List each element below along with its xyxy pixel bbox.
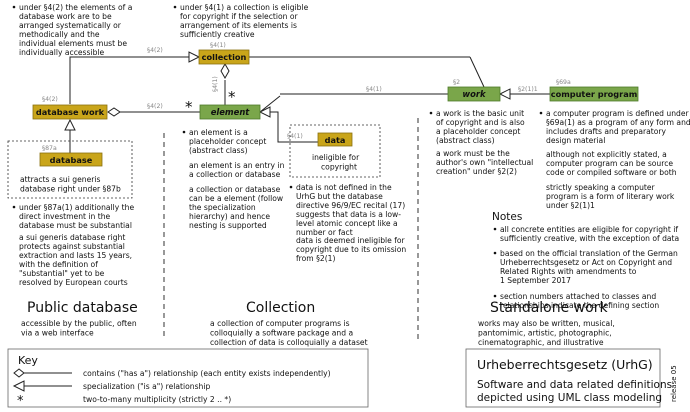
svg-text:under §4(1) a collection is el: under §4(1) a collection is eligible for…	[180, 3, 311, 39]
box-database-work: database work	[32, 104, 108, 120]
box-computer-program-label: computer program	[551, 89, 638, 99]
svg-text:data is deemed ineligible for: data is deemed ineligible for copyright …	[296, 236, 409, 263]
box-element: element	[199, 104, 261, 120]
label-s4-1-vertical: §4(1)	[212, 76, 219, 92]
box-data-label: data	[325, 135, 346, 145]
specialization-arrow-icon	[12, 380, 25, 392]
section-standalone-work: Standalone work works may also be writte…	[478, 300, 617, 347]
note-data: data is not defined in the UrhG but the …	[289, 183, 409, 263]
svg-text:a collection of computer progr: a collection of computer programs is col…	[210, 319, 368, 347]
contains-diamond-icon	[13, 368, 25, 378]
section-title: Public database	[27, 300, 138, 316]
key-multiplicity-label: two-to-many multiplicity (strictly 2 .. …	[83, 395, 231, 404]
specialization-arrowhead	[498, 88, 511, 100]
svg-text:under §4(2) the elements of a: under §4(2) the elements of a database w…	[19, 3, 135, 57]
note-top-left: under §4(2) the elements of a database w…	[12, 3, 135, 57]
notes-block: Notes all concrete entities are eligible…	[492, 211, 680, 310]
label-s69a: §69a	[556, 79, 571, 86]
svg-text:a work is the basic unit: a work is the basic unit of copyright an…	[436, 109, 527, 145]
data-box-note: ineligible for copyright	[312, 153, 362, 172]
notes-title: Notes	[492, 211, 522, 223]
section-title: Collection	[246, 300, 315, 316]
title-box-subtitle: depicted using UML class modeling	[477, 392, 662, 404]
label-s2: §2	[453, 79, 460, 86]
release-tag: release 05	[670, 365, 678, 402]
database-frame	[7, 140, 133, 199]
note-computer-program: a computer program is defined under §69a…	[539, 109, 690, 210]
label-s2-1-1: §2(1)1	[518, 86, 538, 93]
multiplicity-star: *	[228, 88, 236, 106]
collection-work-bend	[469, 56, 485, 88]
note-database-investment: under §87a(1) additionally the direct in…	[12, 203, 137, 287]
contains-diamond	[220, 62, 230, 80]
key-box: Key contains ("has a") relationship (eac…	[7, 348, 369, 409]
svg-text:an element is a placehol: an element is a placeholder concept (abs…	[189, 128, 269, 155]
key-contains-label: contains ("has a") relationship (each en…	[83, 369, 331, 378]
svg-text:an element is an entry in: an element is an entry in a collection o…	[189, 161, 287, 179]
title-box-subtitle: Software and data related definitions	[477, 379, 672, 391]
specialization-arrowhead	[258, 106, 271, 118]
label-s4-2: §4(2)	[42, 96, 58, 103]
multiplicity-star: *	[185, 98, 193, 116]
svg-text:a work must be the autho: a work must be the author's own "intelle…	[436, 149, 536, 176]
note-top-mid: under §4(1) a collection is eligible for…	[173, 3, 311, 39]
box-collection: collection	[198, 49, 250, 65]
label-s4-2: §4(2)	[147, 47, 163, 54]
specialization-arrowhead	[64, 118, 76, 131]
label-s4-1: §4(1)	[366, 86, 382, 93]
svg-text:works may also be written, mus: works may also be written, musical, pant…	[478, 319, 617, 347]
svg-text:based on the official translat: based on the official translation of the…	[500, 249, 680, 285]
section-collection: Collection a collection of computer prog…	[210, 300, 368, 347]
svg-text:a sui generis database right: a sui generis database right protects ag…	[19, 233, 135, 287]
database-box-note: attracts a sui generis database right un…	[20, 175, 121, 194]
section-title: Standalone work	[490, 300, 608, 316]
label-s4-2: §4(2)	[147, 103, 163, 110]
box-work-label: work	[462, 89, 486, 99]
svg-text:all concrete entities are elig: all concrete entities are eligible for c…	[500, 225, 680, 243]
specialization-arrowhead	[188, 51, 201, 63]
dbwork-collection-line	[69, 56, 192, 104]
label-s4-1: §4(1)	[210, 42, 226, 49]
svg-text:data is not defined in the: data is not defined in the UrhG but the …	[296, 183, 408, 237]
box-computer-program: computer program	[549, 86, 639, 102]
section-labels: §4(1) §4(2) §4(1) §4(2) §4(2) §4(1) §2 §…	[42, 42, 571, 152]
svg-text:strictly speaking a computer: strictly speaking a computer program is …	[546, 183, 677, 210]
section-dividers	[163, 118, 419, 340]
element-work-arrow-stub	[259, 95, 281, 113]
svg-text:under §87a(1) additionally the: under §87a(1) additionally the direct in…	[19, 203, 137, 230]
multiplicity-star-icon: *	[17, 394, 24, 409]
label-s4-1: §4(1)	[287, 133, 303, 140]
box-element-label: element	[211, 107, 251, 117]
box-collection-label: collection	[202, 52, 247, 62]
box-database-label: database	[50, 155, 93, 165]
title-box-title: Urheberrechtsgesetz (UrhG)	[477, 357, 653, 372]
box-work: work	[447, 86, 501, 102]
box-database-work-label: database work	[36, 107, 105, 117]
data-frame	[289, 124, 381, 178]
key-title: Key	[18, 354, 38, 367]
svg-text:a collection or database: a collection or database can be a elemen…	[189, 185, 286, 230]
box-data: data	[317, 132, 353, 147]
svg-text:a computer program is defined: a computer program is defined under §69a…	[546, 109, 690, 145]
section-public-database: Public database accessible by the public…	[21, 300, 139, 338]
note-element: an element is a placeholder concept (abs…	[182, 128, 287, 230]
key-specialization-label: specialization ("is a") relationship	[83, 382, 210, 391]
note-work: a work is the basic unit of copyright an…	[429, 109, 536, 176]
svg-text:although not explicitly stated: although not explicitly stated, a comput…	[546, 150, 677, 177]
svg-text:section numbers attached to cl: section numbers attached to classes and …	[500, 292, 659, 310]
title-box: Urheberrechtsgesetz (UrhG) Software and …	[465, 348, 672, 408]
box-database: database	[39, 152, 103, 167]
svg-text:accessible by the public, ofte: accessible by the public, often via a we…	[21, 319, 139, 338]
contains-diamond	[107, 107, 121, 117]
label-s87a: §87a	[42, 145, 57, 152]
